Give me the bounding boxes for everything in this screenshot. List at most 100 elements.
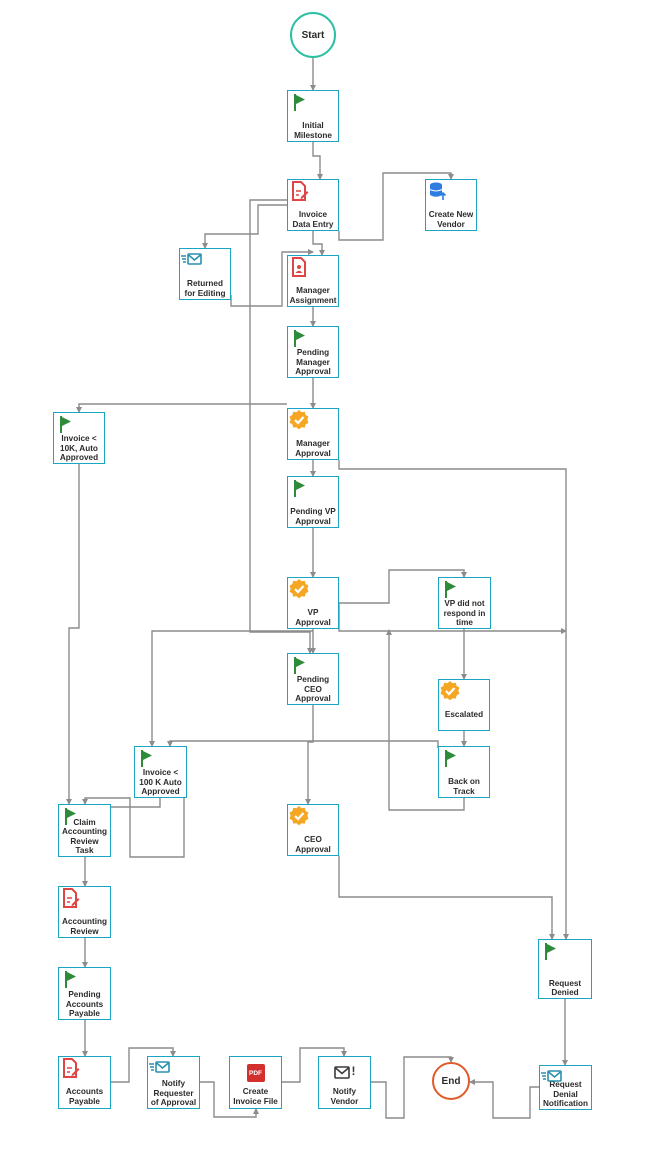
node-label: Accounts Payable [65,1087,104,1106]
node-create-new-vendor[interactable]: Create New Vendor [425,179,477,231]
node-label: Initial Milestone [294,121,332,140]
end-label: End [441,1075,461,1087]
node-notify-requester[interactable]: Notify Requester of Approval [147,1056,200,1109]
node-label: Request Denial Notification [542,1080,589,1109]
connector-32 [282,1047,347,1083]
node-accounts-payable[interactable]: Accounts Payable [58,1056,111,1109]
node-escalated[interactable]: Escalated [438,679,490,731]
node-ceo-approval[interactable]: CEO Approval [287,804,339,856]
connector-3 [338,172,454,241]
node-manager-approval[interactable]: Manager Approval [287,408,339,460]
connector-35 [469,1079,539,1119]
document-edit-icon [63,888,96,914]
node-label: Pending Manager Approval [295,348,331,377]
node-initial-milestone[interactable]: Initial Milestone [287,90,339,142]
flag-icon [294,94,324,118]
flag-icon [294,657,324,674]
node-label: Notify Vendor [330,1087,359,1106]
alert-icon: ! [351,1064,356,1078]
person-document-icon [292,257,324,283]
connector-9 [76,403,287,413]
node-label: Pending CEO Approval [295,675,331,704]
database-icon [429,182,462,207]
node-label: Create New Vendor [428,210,474,229]
connector-7 [202,204,287,249]
approval-badge-icon [289,806,324,832]
node-label: Pending VP Approval [290,507,336,526]
document-edit-icon [63,1058,96,1084]
flag-icon [141,750,172,767]
node-accounting-review[interactable]: Accounting Review [58,886,111,938]
approval-badge-icon [289,410,324,436]
node-returned-for-editing[interactable]: Returned for Editing [179,248,231,300]
node-vp-approval[interactable]: VP Approval [287,577,339,629]
document-edit-icon [292,181,324,207]
node-label: Back on Track [448,777,480,796]
connector-16 [338,603,567,634]
node-label: Request Denied [548,978,582,998]
connector-10 [66,464,80,805]
flag-icon [65,971,96,988]
node-invoice-lt-10k[interactable]: Invoice < 10K, Auto Approved [53,412,105,464]
node-pending-manager-approval[interactable]: Pending Manager Approval [287,326,339,378]
connector-23 [149,630,313,747]
connector-20 [167,740,439,748]
connector-26 [338,856,555,940]
connector-14 [249,199,313,654]
node-label: Manager Approval [295,439,331,458]
node-vp-did-not-respond[interactable]: VP did not respond in time [438,577,491,629]
node-request-denial-notification[interactable]: Request Denial Notification [539,1065,592,1110]
connector-21 [386,629,465,811]
flag-icon [445,750,475,774]
node-back-on-track[interactable]: Back on Track [438,746,490,798]
node-label: Returned for Editing [184,279,226,298]
node-label: Invoice Data Entry [292,210,334,229]
node-label: Claim Accounting Review Task [61,817,108,856]
start-label: Start [301,29,325,41]
node-invoice-lt-100k[interactable]: Invoice < 100 K Auto Approved [134,746,187,798]
connector-25 [82,797,185,858]
flag-icon [65,808,96,825]
node-label: Escalated [444,710,484,719]
node-label: Manager Assignment [289,286,337,305]
node-notify-vendor[interactable]: ! Notify Vendor [318,1056,371,1109]
node-pending-vp-approval[interactable]: Pending VP Approval [287,476,339,528]
flag-icon [445,581,476,598]
node-label: Pending Accounts Payable [65,990,104,1019]
node-label: CEO Approval [295,835,331,854]
node-request-denied[interactable]: Request Denied [538,939,592,999]
node-label: Create Invoice File [233,1087,278,1106]
mail-alert-icon: ! [333,1062,356,1084]
node-label: Invoice < 10K, Auto Approved [59,434,99,463]
node-pending-ceo-approval[interactable]: Pending CEO Approval [287,653,339,705]
node-claim-accounting-review[interactable]: Claim Accounting Review Task [58,804,111,857]
flag-icon [294,480,324,504]
connector-8 [230,249,314,307]
node-label: VP Approval [295,608,331,627]
approval-badge-icon [440,681,475,707]
pdf-icon-text: PDF [249,1069,262,1077]
approval-badge-icon [289,579,324,605]
node-pending-accounts-payable[interactable]: Pending Accounts Payable [58,967,111,1020]
node-manager-assignment[interactable]: Manager Assignment [287,255,339,307]
flag-icon [294,330,324,347]
mail-icon [541,1070,577,1082]
connector-22 [305,705,314,805]
node-label: Notify Requester of Approval [150,1079,197,1108]
flag-icon [545,943,576,972]
node-label: Accounting Review [61,917,108,936]
connector-2 [312,142,323,180]
node-invoice-data-entry[interactable]: Invoice Data Entry [287,179,339,231]
connector-31 [200,1081,259,1118]
connector-4 [312,231,325,256]
node-label: VP did not respond in time [443,599,486,628]
start-node[interactable]: Start [290,12,336,58]
connector-13 [338,460,569,940]
node-create-invoice-file[interactable]: PDF Create Invoice File [229,1056,282,1109]
node-label: Invoice < 100 K Auto Approved [139,768,182,797]
end-node[interactable]: End [432,1062,470,1100]
mail-icon [149,1061,185,1076]
connector-30 [111,1047,176,1083]
